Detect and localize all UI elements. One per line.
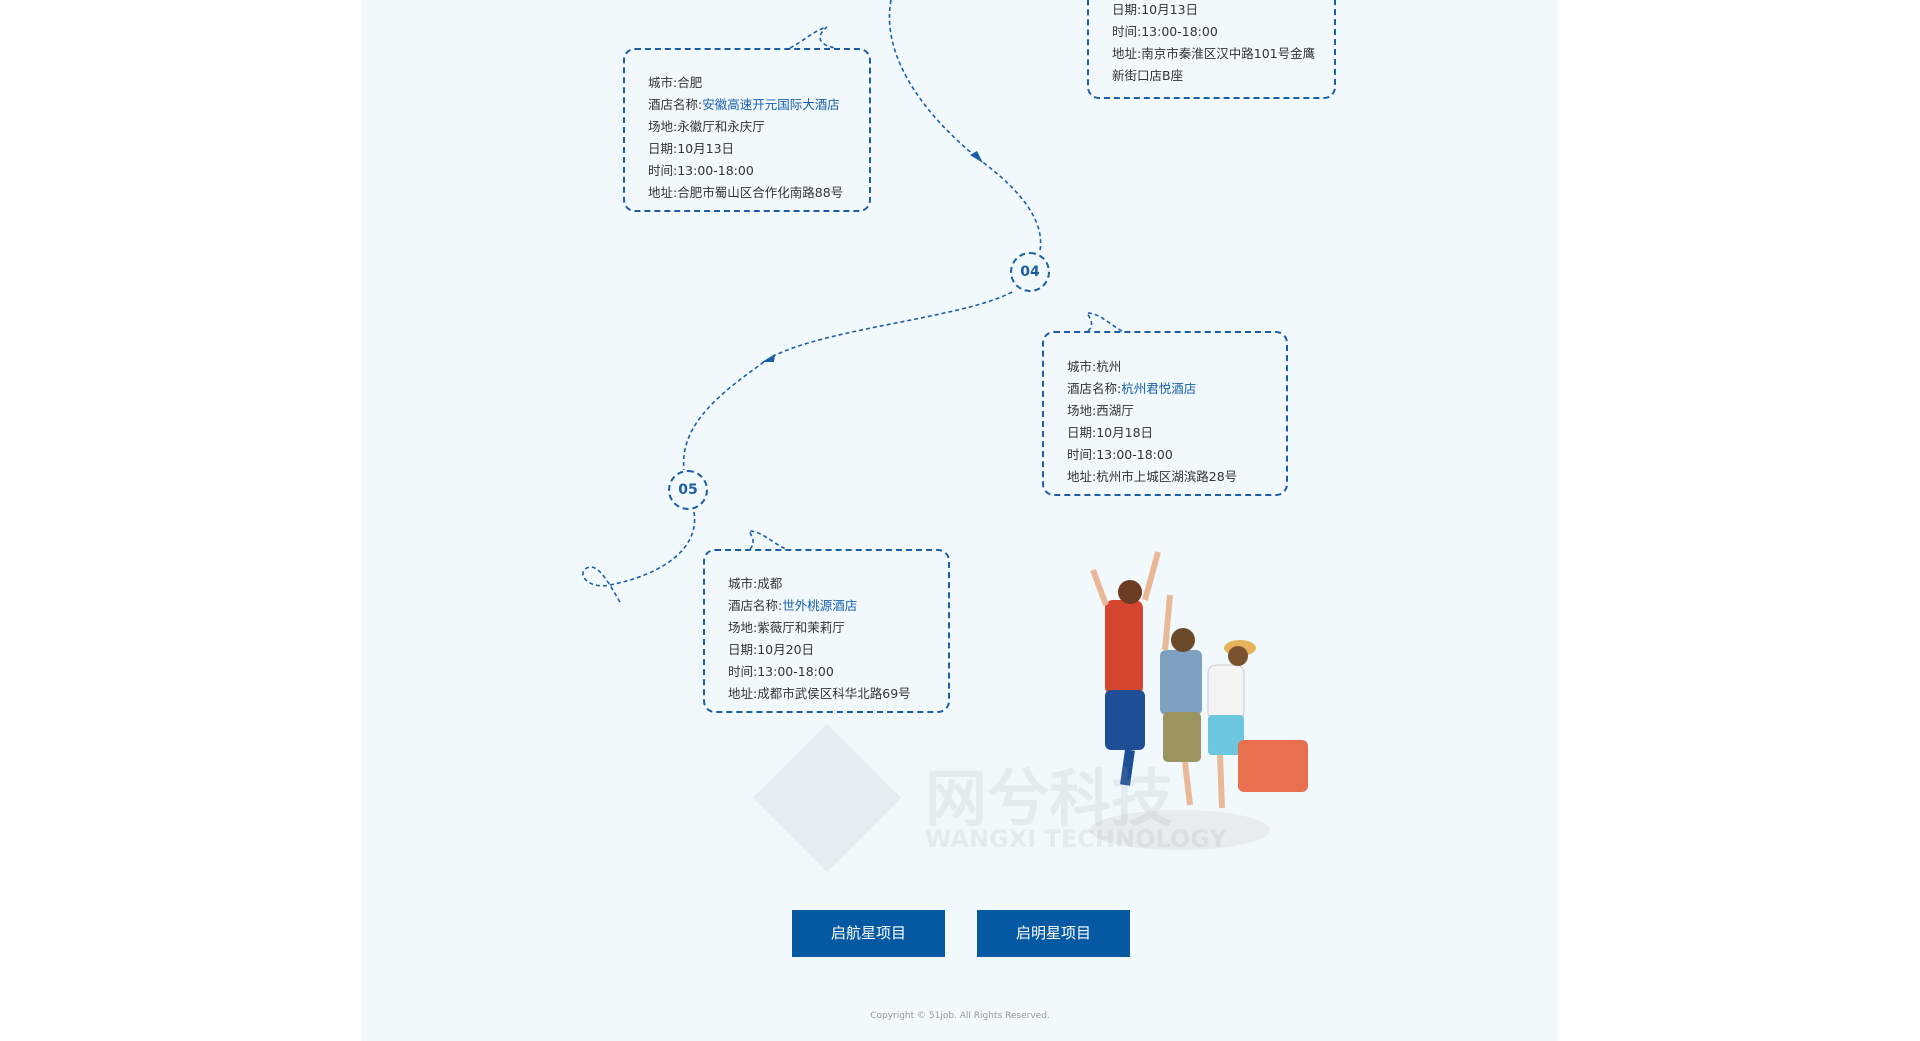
info-line: 地址:合肥市蜀山区合作化南路88号 — [648, 185, 844, 200]
stop-card-chengdu: 城市:成都 酒店名称:世外桃源酒店 场地:紫薇厅和茉莉厅 日期:10月20日 时… — [703, 549, 950, 713]
qimingxing-project-button[interactable]: 启明星项目 — [977, 910, 1130, 957]
stop-number-05: 05 — [668, 470, 708, 510]
info-line: 时间:13:00-18:00 — [1067, 447, 1173, 462]
hotel-link[interactable]: 世外桃源酒店 — [782, 598, 858, 613]
watermark-logo — [752, 723, 902, 872]
info-line: 日期:10月18日 — [1067, 425, 1154, 440]
info-line: 地址:成都市武侯区科华北路69号 — [728, 686, 911, 701]
info-line: 场地:永徽厅和永庆厅 — [648, 119, 765, 134]
hotel-link[interactable]: 安徽高速开元国际大酒店 — [702, 97, 840, 112]
page-content — [361, 0, 1558, 1041]
info-line: 地址:杭州市上城区湖滨路28号 — [1067, 469, 1238, 484]
info-line: 酒店名称:安徽高速开元国际大酒店 — [648, 97, 840, 112]
watermark-text-en: WANGXI TECHNOLOGY — [925, 825, 1227, 853]
hefei-bubble-tail — [789, 26, 836, 49]
info-line: 日期:10月20日 — [728, 642, 815, 657]
stop-card-nanjing: 日期:10月13日 时间:13:00-18:00 地址:南京市秦淮区汉中路101… — [1087, 0, 1336, 99]
arrow-icon — [762, 354, 775, 362]
info-line: 场地:紫薇厅和茉莉厅 — [728, 620, 845, 635]
info-line: 新街口店B座 — [1112, 68, 1184, 83]
stop-card-hangzhou: 城市:杭州 酒店名称:杭州君悦酒店 场地:西湖厅 日期:10月18日 时间:13… — [1042, 331, 1288, 496]
route-segment-3-4 — [888, 0, 1042, 252]
info-line: 城市:成都 — [728, 576, 783, 591]
chengdu-bubble-tail — [747, 530, 787, 550]
info-line: 时间:13:00-18:00 — [728, 664, 834, 679]
info-line: 酒店名称:杭州君悦酒店 — [1067, 381, 1197, 396]
arrow-icon — [970, 151, 983, 163]
route-segment-4-5 — [682, 291, 1013, 471]
info-line: 日期:10月13日 — [1112, 2, 1199, 17]
hotel-link[interactable]: 杭州君悦酒店 — [1121, 381, 1197, 396]
info-line: 时间:13:00-18:00 — [1112, 24, 1218, 39]
info-line: 城市:杭州 — [1067, 359, 1122, 374]
info-line: 时间:13:00-18:00 — [648, 163, 754, 178]
watermark-text-cn: 网兮科技 — [925, 762, 1174, 835]
info-line: 酒店名称:世外桃源酒店 — [728, 598, 858, 613]
stop-card-hefei: 城市:合肥 酒店名称:安徽高速开元国际大酒店 场地:永徽厅和永庆厅 日期:10月… — [623, 48, 871, 212]
stop-number-04: 04 — [1010, 252, 1050, 292]
travelers-illustration — [1090, 551, 1308, 850]
qihangxing-project-button[interactable]: 启航星项目 — [792, 910, 945, 957]
hangzhou-bubble-tail — [1085, 312, 1123, 332]
route-segment-5-end — [582, 511, 696, 605]
info-line: 地址:南京市秦淮区汉中路101号金鹰 — [1112, 46, 1316, 61]
copyright-text: Copyright © 51job. All Rights Reserved. — [870, 1011, 1050, 1021]
info-line: 城市:合肥 — [648, 75, 703, 90]
info-line: 场地:西湖厅 — [1067, 403, 1134, 418]
info-line: 日期:10月13日 — [648, 141, 735, 156]
